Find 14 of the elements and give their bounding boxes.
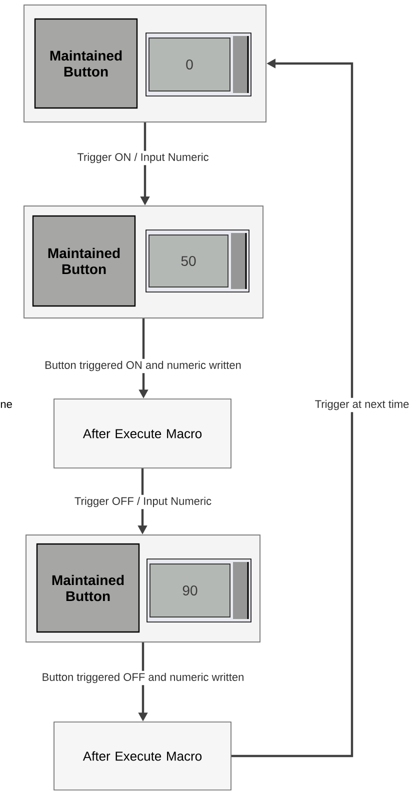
- maintained-button: Maintained Button: [36, 543, 140, 633]
- numeric-display: 0: [146, 32, 252, 96]
- edge-label: Trigger OFF / Input Numeric: [72, 494, 214, 510]
- edge-label: Button triggered ON and numeric written: [42, 358, 244, 374]
- edge-label: Trigger ON / Input Numeric: [75, 150, 211, 166]
- numeric-display: 50: [146, 230, 250, 292]
- numeric-display: 90: [146, 558, 252, 622]
- maintained-button: Maintained Button: [32, 215, 136, 307]
- edge-label: Button triggered OFF and numeric written: [40, 670, 246, 686]
- edge-label: Trigger at next time: [312, 398, 412, 412]
- process-box: After Execute Macro: [54, 398, 232, 468]
- maintained-button: Maintained Button: [34, 18, 138, 109]
- process-box: After Execute Macro: [54, 722, 232, 790]
- text-fragment: ne: [0, 402, 12, 408]
